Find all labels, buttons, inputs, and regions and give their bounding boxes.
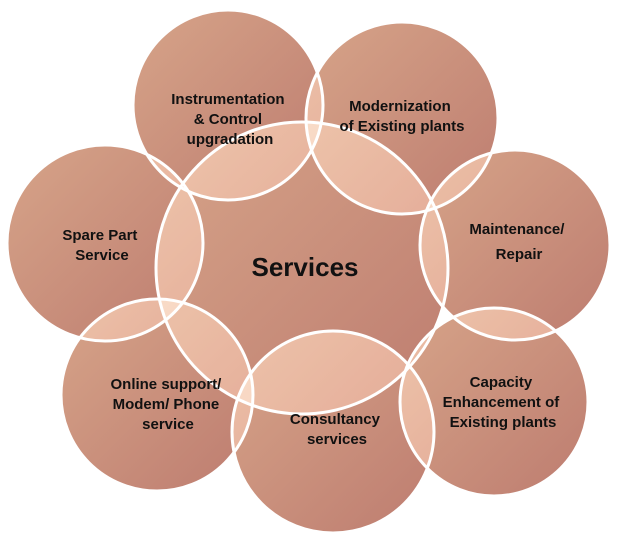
node-capacity-label: Capacity Enhancement of Existing plants [443, 374, 564, 431]
node-maintenance-label: Maintenance/ Repair [469, 221, 568, 263]
node-online-support-label: Online support/ Modem/ Phone service [110, 376, 225, 433]
node-consultancy-label: Consultancy services [290, 411, 384, 448]
circle-services-center [154, 120, 450, 416]
node-modernization-label: Modernization of Existing plants [339, 98, 464, 135]
node-instrumentation-label: Instrumentation & Control upgradation [171, 91, 289, 148]
center-label: Services [252, 252, 359, 282]
node-spare-part-label: Spare Part Service [62, 227, 141, 264]
